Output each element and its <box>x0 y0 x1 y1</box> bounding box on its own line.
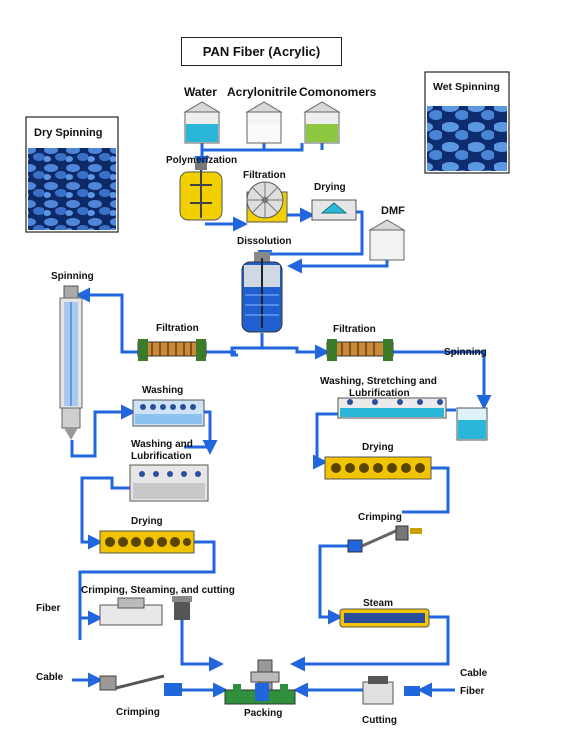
washing-lub-label-2: Lubrification <box>131 451 192 462</box>
wet-spinning-title: Wet Spinning <box>433 81 500 93</box>
filtration-top-label: Filtration <box>243 170 286 181</box>
wet-drying-label: Drying <box>362 442 394 453</box>
labels: Water Acrylonitrile Comonomers Polymeriz… <box>36 85 488 726</box>
dry-crimping-label: Crimping <box>116 707 160 718</box>
steam-label: Steam <box>363 598 393 609</box>
dry-spinning-title: Dry Spinning <box>34 127 102 139</box>
crimp-steam-cut-label: Crimping, Steaming, and cutting <box>81 585 235 596</box>
dmf-label: DMF <box>381 205 405 217</box>
rotary-filter <box>246 181 288 223</box>
wet-cable-label: Cable <box>460 668 488 679</box>
polymerization-label: Polymerization <box>166 155 237 166</box>
diagram-title: PAN Fiber (Acrylic) <box>181 37 342 66</box>
wet-spinning-label: Spinning <box>444 347 487 358</box>
dry-fiber-label: Fiber <box>36 603 61 614</box>
dry-spinning-panel: Dry Spinning <box>25 116 119 233</box>
spinning-column <box>59 285 83 440</box>
drying-top-label: Drying <box>314 182 346 193</box>
raw-material-tanks <box>183 101 406 261</box>
water-label: Water <box>184 85 217 99</box>
wet-filtration-label: Filtration <box>333 324 376 335</box>
crimper-right <box>347 525 422 553</box>
filter-right <box>326 339 394 361</box>
polymerization-reactor <box>179 162 223 221</box>
top-dryer <box>311 199 357 221</box>
crimper-left <box>99 674 182 696</box>
dmf-tank <box>368 219 406 261</box>
dissolution-vessel <box>241 252 283 333</box>
steam-unit <box>339 608 430 628</box>
wet-crimping-label: Crimping <box>358 512 402 523</box>
comonomer-tank <box>303 101 341 144</box>
comonomers-label: Comonomers <box>299 85 377 99</box>
wet-spinning-panel: Wet Spinning <box>424 71 510 174</box>
crimp-steam-cut-unit <box>99 596 192 626</box>
dissolution-label: Dissolution <box>237 236 291 247</box>
dryer-right <box>324 456 432 480</box>
wet-washing-label-2: Lubrification <box>349 388 410 399</box>
filter-left <box>137 339 207 361</box>
dry-filtration-label: Filtration <box>156 323 199 334</box>
acrylonitrile-label: Acrylonitrile <box>227 85 297 99</box>
dry-spinning-label: Spinning <box>51 271 94 282</box>
dry-drying-label: Drying <box>131 516 163 527</box>
wet-fiber-label: Fiber <box>460 686 485 697</box>
washing-stretching-unit <box>337 397 447 419</box>
packing-unit <box>224 659 296 705</box>
dry-cable-label: Cable <box>36 672 64 683</box>
spin-bath <box>456 407 488 441</box>
cutting-label: Cutting <box>362 715 397 726</box>
dryer-left <box>99 530 195 554</box>
wet-washing-label-1: Washing, Stretching and <box>320 376 437 387</box>
washing-lubrication-unit <box>129 464 209 502</box>
washing-lub-label-1: Washing and <box>131 439 193 450</box>
washing-unit <box>132 399 205 427</box>
cutter-right <box>362 676 420 705</box>
packing-label: Packing <box>244 708 282 719</box>
water-tank <box>183 101 221 144</box>
flow-lines <box>70 143 492 698</box>
washing-label: Washing <box>142 385 183 396</box>
acrylonitrile-tank <box>245 101 283 144</box>
